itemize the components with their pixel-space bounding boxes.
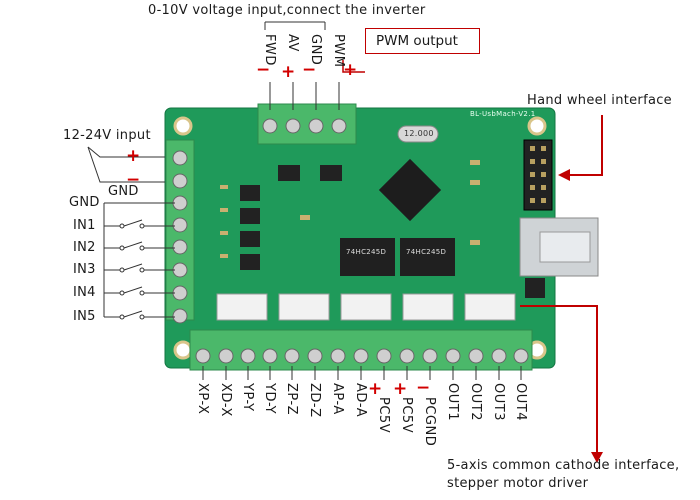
- board-model-label: BL-UsbMach-V2.1: [470, 110, 536, 118]
- pin-pc5v-2: PC5V: [399, 397, 414, 434]
- pin-zd-z: ZD-Z: [307, 383, 322, 418]
- pin-fwd: FWD: [262, 34, 277, 66]
- pin-out2: OUT2: [468, 383, 483, 421]
- pin-yp-y: YP-Y: [240, 383, 255, 412]
- plus-sign: +: [368, 379, 383, 399]
- minus-sign: −: [126, 170, 141, 190]
- minus-sign: −: [302, 60, 317, 80]
- plus-sign: +: [393, 379, 408, 399]
- in2-label: IN2: [73, 240, 96, 255]
- hand-wheel-label: Hand wheel interface: [527, 93, 672, 108]
- bottom-note-line2: stepper motor driver: [447, 476, 589, 491]
- jst-3: [340, 293, 392, 321]
- plus-sign: +: [281, 62, 296, 82]
- gnd-label: GND: [69, 195, 100, 210]
- pin-ap-a: AP-A: [330, 383, 345, 415]
- in5-label: IN5: [73, 309, 96, 324]
- pin-av: AV: [285, 34, 300, 52]
- pin-pcgnd: PCGND: [422, 397, 437, 447]
- plus-sign: +: [343, 60, 358, 80]
- jst-2: [278, 293, 330, 321]
- jst-4: [402, 293, 454, 321]
- chip-2: [400, 238, 455, 276]
- chip-1: [340, 238, 395, 276]
- mcu-chip: [378, 158, 442, 222]
- power-gnd-label: GND: [108, 184, 139, 199]
- pin-pc5v-1: PC5V: [376, 397, 391, 434]
- pin-out3: OUT3: [491, 383, 506, 421]
- pin-ad-a: AD-A: [353, 383, 368, 418]
- pin-xp-x: XP-X: [195, 383, 210, 415]
- pin-out1: OUT1: [445, 383, 460, 421]
- minus-sign: −: [416, 378, 431, 398]
- pin-xd-x: XD-X: [218, 383, 233, 417]
- jst-1: [216, 293, 268, 321]
- inverter-title: 0-10V voltage input,connect the inverter: [148, 3, 426, 18]
- minus-sign: −: [256, 60, 271, 80]
- crystal: [397, 125, 439, 143]
- hand-wheel-header: [523, 139, 553, 211]
- in1-label: IN1: [73, 218, 96, 233]
- crystal-label: 12.000: [404, 129, 434, 138]
- chip-2-label: 74HC245D: [406, 248, 447, 256]
- in3-label: IN3: [73, 262, 96, 277]
- pin-out4: OUT4: [513, 383, 528, 421]
- pin-zp-z: ZP-Z: [284, 383, 299, 416]
- pin-pwm: PWM: [331, 34, 346, 68]
- jst-5: [464, 293, 516, 321]
- pin-yd-y: YD-Y: [262, 383, 277, 415]
- power-input-label: 12-24V input: [63, 128, 151, 143]
- pwm-output-box: PWM output: [365, 28, 480, 54]
- bottom-note-line1: 5-axis common cathode interface,: [447, 458, 680, 473]
- chip-1-label: 74HC245D: [346, 248, 387, 256]
- pin-gnd: GND: [308, 34, 323, 66]
- in4-label: IN4: [73, 285, 96, 300]
- plus-sign: +: [126, 146, 141, 166]
